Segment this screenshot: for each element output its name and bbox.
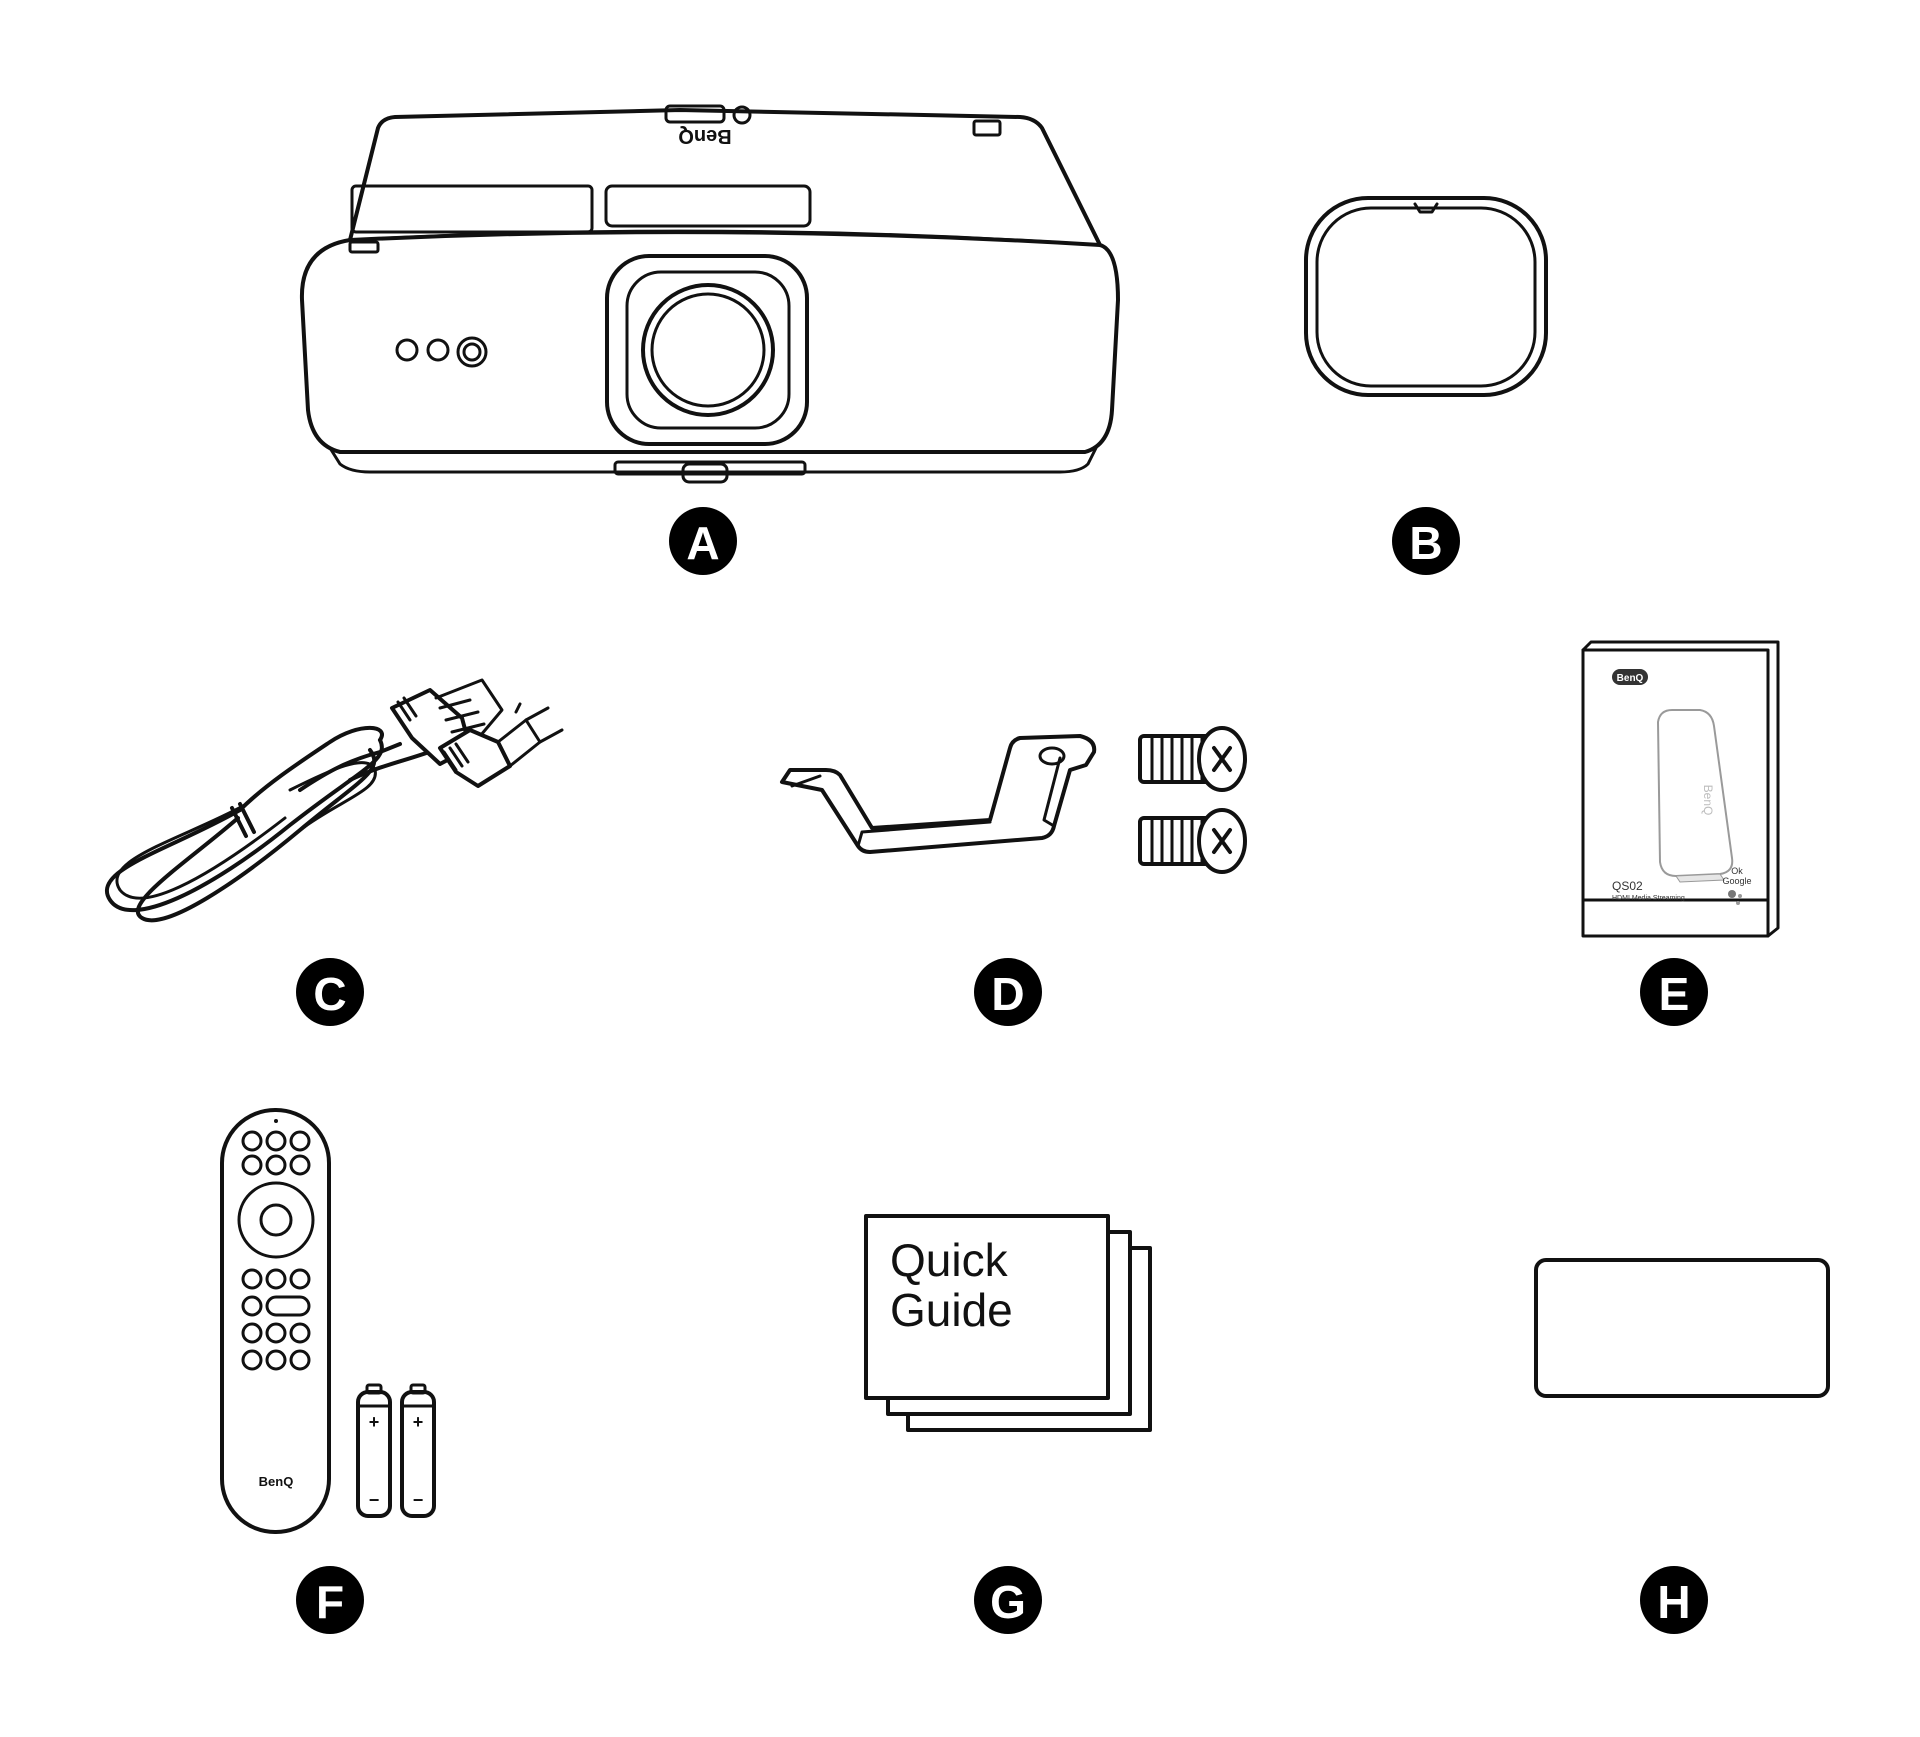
screw-illustration [1138,726,1247,874]
badge-d: D [974,958,1042,1026]
badge-h: H [1640,1566,1708,1634]
badge-f: F [296,1566,364,1634]
badge-g: G [974,1566,1042,1634]
projector-illustration: BenQ [299,104,1120,484]
svg-text:−: − [413,1490,424,1510]
badge-c: C [296,958,364,1026]
svg-text:D: D [991,968,1024,1020]
quick-guide-title-line2: Guide [890,1284,1013,1336]
svg-text:+: + [369,1412,380,1432]
remote-brand-label: BenQ [259,1474,294,1489]
svg-text:A: A [686,517,719,569]
badge-a: A [669,507,737,575]
quick-guide-illustration: Quick Guide [864,1214,1152,1432]
svg-text:B: B [1409,517,1442,569]
mounting-bracket-illustration [780,734,1097,854]
svg-text:H: H [1657,1576,1690,1628]
svg-text:C: C [313,968,346,1020]
battery-illustration: + − + − [356,1383,436,1518]
badge-e: E [1640,958,1708,1026]
assistant-ok-label: Ok [1731,866,1743,876]
lens-cap-illustration [1304,196,1548,397]
quick-guide-title-line1: Quick [890,1234,1009,1286]
power-cord-illustration [105,678,564,923]
remote-control-illustration: BenQ [220,1108,331,1534]
media-streaming-box-illustration: BenQ BenQ QS02 HDMI Media Streaming Ok G… [1581,640,1780,938]
svg-text:F: F [316,1576,344,1628]
box-model-label: QS02 [1612,879,1643,893]
svg-text:−: − [369,1490,380,1510]
stick-brand-label: BenQ [1701,785,1715,816]
assistant-google-label: Google [1722,876,1751,886]
box-subtitle-label: HDMI Media Streaming [1612,895,1685,902]
box-brand-label: BenQ [1617,673,1644,684]
badge-b: B [1392,507,1460,575]
svg-text:G: G [990,1576,1026,1628]
warranty-card-illustration [1534,1258,1830,1398]
projector-brand-label: BenQ [678,125,731,147]
svg-text:+: + [413,1412,424,1432]
svg-text:E: E [1659,968,1690,1020]
